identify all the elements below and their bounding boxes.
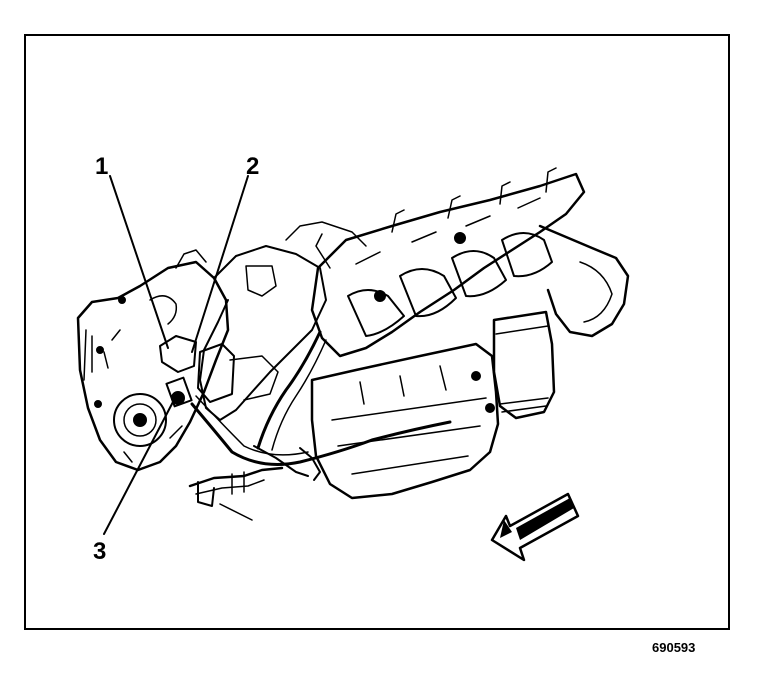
callout-2: 2 [246, 153, 260, 180]
oil-filter [492, 310, 556, 420]
oil-pan [310, 342, 500, 500]
figure-number: 690593 [652, 640, 696, 655]
callout-1: 1 [95, 153, 109, 180]
exhaust-manifold [310, 167, 630, 358]
front-direction-arrow [490, 492, 580, 562]
figure-frame [24, 34, 730, 630]
wiring-harness [188, 330, 452, 521]
timing-cover [76, 249, 230, 472]
callout-3: 3 [93, 538, 107, 565]
callout-leaders [103, 175, 249, 535]
